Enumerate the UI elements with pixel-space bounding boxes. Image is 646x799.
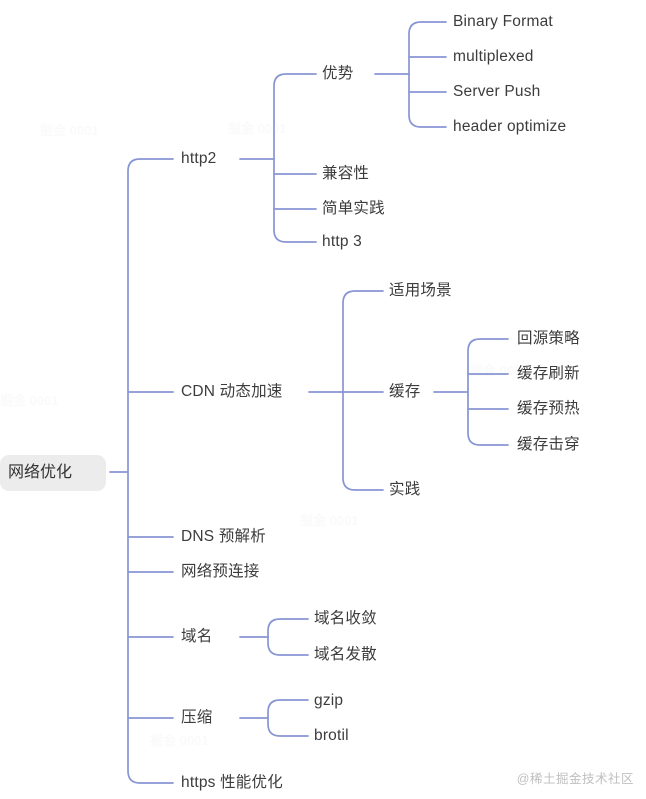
domain-bracket [267,618,309,656]
root-node[interactable]: 网络优化 [0,455,106,491]
node-server-push[interactable]: Server Push [453,83,541,100]
http2-bracket [273,73,317,243]
faint-watermark: 掘金 0001 [0,393,59,408]
node-practice[interactable]: 实践 [389,481,421,498]
node-cache[interactable]: 缓存 [389,383,421,400]
faint-watermark: 掘金 0001 [150,733,209,748]
node-advantage[interactable]: 优势 [322,65,354,82]
node-dns-prefetch[interactable]: DNS 预解析 [181,528,266,545]
node-binary-format[interactable]: Binary Format [453,13,553,30]
node-cache-penetration[interactable]: 缓存击穿 [517,436,580,453]
node-origin-pull-strategy[interactable]: 回源策略 [517,330,580,347]
node-domain-divergence[interactable]: 域名发散 [314,646,377,663]
node-multiplexed[interactable]: multiplexed [453,48,534,65]
cdn-bracket [342,290,384,491]
node-cdn-dynamic-acceleration[interactable]: CDN 动态加速 [181,383,283,400]
node-cache-warmup[interactable]: 缓存预热 [517,400,580,417]
compress-bracket [267,699,309,737]
node-header-optimize[interactable]: header optimize [453,118,567,135]
faint-watermark: 掘金 0001 [228,121,287,136]
node-compression[interactable]: 压缩 [181,709,213,726]
node-network-preconnect[interactable]: 网络预连接 [181,563,260,580]
node-simple-practice[interactable]: 简单实践 [322,200,385,217]
root-node-label: 网络优化 [8,464,73,481]
node-domain-convergence[interactable]: 域名收敛 [314,610,377,627]
node-compatibility[interactable]: 兼容性 [322,165,370,182]
node-domain[interactable]: 域名 [181,628,213,645]
node-http2[interactable]: http2 [181,150,217,167]
node-use-cases[interactable]: 适用场景 [389,282,452,299]
faint-watermark: 掘金 0001 [300,513,359,528]
faint-watermark: 掘金 0001 [40,123,99,138]
node-https-performance-optimization[interactable]: https 性能优化 [181,774,283,791]
brand-watermark: @稀土掘金技术社区 [516,772,634,786]
node-http3[interactable]: http 3 [322,233,362,250]
node-gzip[interactable]: gzip [314,692,344,709]
node-cache-refresh[interactable]: 缓存刷新 [517,365,580,382]
cache-bracket [467,338,509,446]
advantage-bracket [408,21,447,128]
node-brotil[interactable]: brotil [314,727,349,744]
trunk-bracket [127,158,174,784]
